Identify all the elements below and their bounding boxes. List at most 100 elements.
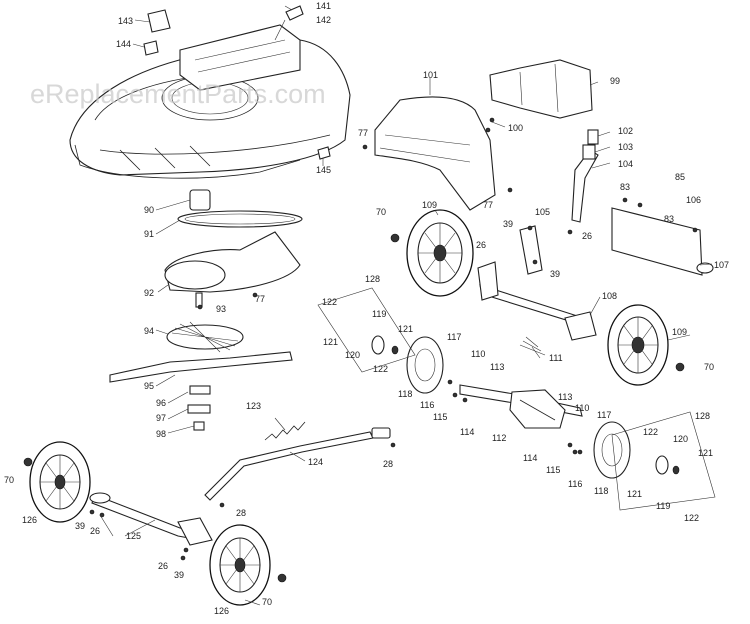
callout-99: 99 [610,76,620,86]
rear-baffle [374,59,593,211]
callout-109-lower: 109 [672,327,687,337]
callout-110-a: 110 [471,349,485,359]
callout-122-a: 122 [322,297,337,307]
mower-deck [69,5,351,179]
callout-118-b: 118 [594,486,608,496]
callout-144: 144 [116,39,131,49]
callout-83-upper: 83 [620,182,630,192]
callout-93: 93 [216,304,226,314]
callout-106: 106 [686,195,701,205]
callout-122-b: 122 [373,364,388,374]
callout-126-right: 126 [214,606,229,616]
callout-122-c: 122 [643,427,658,437]
callout-120-b: 120 [673,434,688,444]
callout-125: 125 [126,531,141,541]
callout-107: 107 [714,260,729,270]
callout-123: 123 [246,401,261,411]
callout-26-left: 26 [90,526,100,536]
callout-104: 104 [618,159,633,169]
callout-120-a: 120 [345,350,360,360]
front-wheel-left [29,441,91,523]
rear-axle [477,129,714,341]
callout-70-left: 70 [4,475,14,485]
callout-121-c: 121 [698,448,713,458]
callout-96: 96 [156,398,166,408]
callout-39-left: 39 [75,521,85,531]
callout-128-left: 128 [365,274,380,284]
callout-39-upper: 39 [503,219,513,229]
callout-39-mid: 39 [550,269,560,279]
callout-92: 92 [144,288,154,298]
front-axle [89,492,213,546]
callout-70-mid: 70 [376,207,386,217]
callout-97: 97 [156,413,166,423]
callout-95: 95 [144,381,154,391]
callout-26-mid: 26 [476,240,486,250]
drive-transmission [406,336,631,479]
callout-98: 98 [156,429,166,439]
callout-102: 102 [618,126,633,136]
hardware-fasteners [23,117,698,583]
callout-126-left: 126 [22,515,37,525]
callout-141: 141 [316,1,331,11]
callout-26-bottom: 26 [158,561,168,571]
callout-119-b: 119 [656,501,670,511]
spring-and-handle [204,421,391,501]
callout-121-d: 121 [627,489,642,499]
callout-122-d: 122 [684,513,699,523]
callout-105: 105 [535,207,550,217]
callout-28-upper: 28 [383,459,393,469]
callout-128-right: 128 [695,411,710,421]
callout-110-b: 110 [575,403,589,413]
watermark-text: eReplacementParts.com [30,79,326,109]
callout-118-a: 118 [398,389,412,399]
callout-116-b: 116 [568,479,582,489]
callout-114-a: 114 [460,427,474,437]
callout-142: 142 [316,15,331,25]
callout-113-b: 113 [558,392,572,402]
callout-28-lower: 28 [236,508,246,518]
callout-77-right: 77 [483,200,493,210]
callout-77-lower: 77 [255,294,265,304]
callout-117-b: 117 [597,410,611,420]
callout-109-upper: 109 [422,200,437,210]
callout-90: 90 [144,205,154,215]
callout-116-a: 116 [420,400,434,410]
callout-121-b: 121 [323,337,338,347]
leader-lines [99,5,713,606]
callout-91: 91 [144,229,154,239]
callout-94: 94 [144,326,154,336]
callout-115-b: 115 [546,465,560,475]
callout-100: 100 [508,123,523,133]
rear-wheel-left [406,209,474,297]
callout-111: 111 [549,353,563,363]
rear-wheel-right [607,304,669,386]
callout-121-a: 121 [398,324,413,334]
callout-143: 143 [118,16,133,26]
callout-39-bottom: 39 [174,570,184,580]
gear-kit-left [317,287,416,373]
callout-114-b: 114 [523,453,537,463]
callout-85: 85 [675,172,685,182]
callout-70-right: 70 [704,362,714,372]
callout-labels: 143 141 142 144 101 99 77 100 145 102 10… [4,1,729,616]
callout-113-a: 113 [490,362,504,372]
callout-112: 112 [492,433,506,443]
callout-124: 124 [308,457,323,467]
callout-26-upper: 26 [582,231,592,241]
callout-115-a: 115 [433,412,447,422]
belt-pulley-fan [109,189,303,431]
callout-145: 145 [316,165,331,175]
callout-101: 101 [423,70,438,80]
callout-108: 108 [602,291,617,301]
callout-117-a: 117 [447,332,461,342]
callout-70-bottom: 70 [262,597,272,607]
callout-119-a: 119 [372,309,386,319]
gear-kit-right [611,411,716,511]
front-wheel-right [209,524,271,606]
callout-77-upper: 77 [358,128,368,138]
callout-83-lower: 83 [664,214,674,224]
callout-103: 103 [618,142,633,152]
